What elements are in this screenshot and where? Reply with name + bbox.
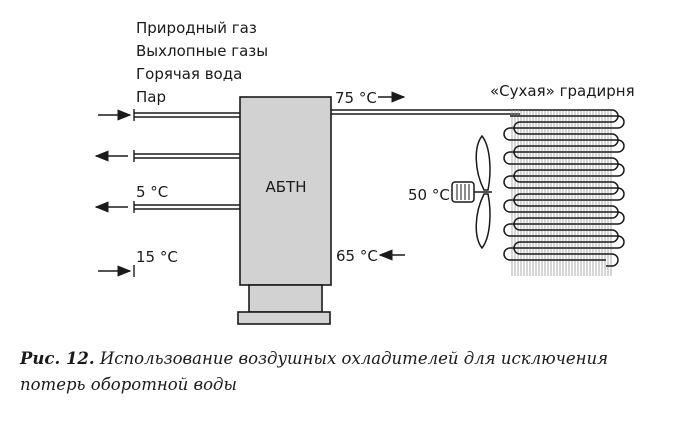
temp-chilled-label: 5 °C	[136, 183, 168, 201]
dry-cooler-coil	[503, 109, 625, 267]
figure-caption: Рис. 12. Использование воздушных охладит…	[20, 346, 660, 398]
temp-chilled-return-label: 15 °C	[136, 248, 178, 266]
input-label-hot-water: Горячая вода	[136, 65, 242, 83]
input-label-natural-gas: Природный газ	[136, 19, 257, 37]
cooler-supply-pipe	[331, 91, 520, 261]
input-label-steam: Пар	[136, 88, 166, 106]
abtn-unit-base	[248, 284, 323, 313]
left-pipes	[94, 109, 240, 277]
dry-cooler-label: «Сухая» градирня	[490, 82, 635, 100]
temp-hot-out-label: 75 °C	[335, 89, 377, 107]
temp-fan-label: 50 °C	[408, 186, 450, 204]
abtn-unit-foot	[237, 311, 331, 325]
abtn-unit-body	[239, 96, 332, 286]
fan-icon	[451, 134, 492, 250]
figure-caption-number: Рис. 12.	[20, 349, 95, 368]
abtn-unit-label: АБТН	[266, 178, 307, 196]
dry-cooler-fins	[511, 110, 612, 276]
figure-caption-text: Использование воздушных охладителей для …	[20, 349, 609, 394]
input-label-exhaust-gases: Выхлопные газы	[136, 42, 268, 60]
temp-return-label: 65 °C	[336, 247, 378, 265]
